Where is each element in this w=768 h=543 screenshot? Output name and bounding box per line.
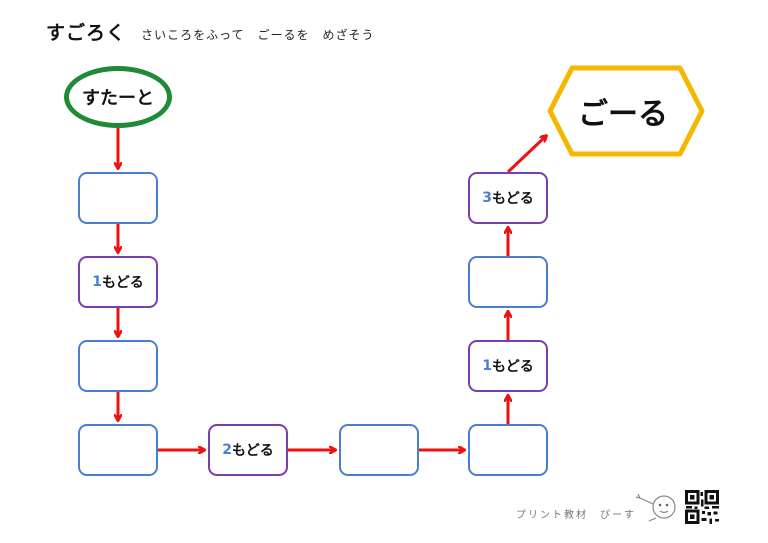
path-arrow [506,136,546,174]
page-header: すごろく さいころをふって ごーるを めざそう [46,18,375,45]
board-square [78,340,158,392]
board-square [468,256,548,308]
back-label: もどる [492,359,534,375]
mascot-icon [635,493,676,522]
page-title: すごろく [46,22,127,44]
page-subtitle: さいころをふって ごーるを めざそう [141,28,375,42]
back-label: もどる [102,275,144,291]
qr-code-icon [685,490,719,524]
start-ellipse: すたーと [64,66,172,128]
back-label: もどる [492,191,534,207]
goal-label: ごーる [578,97,668,132]
back-count: 3 [482,190,492,206]
board-square [339,424,419,476]
back-count: 1 [482,358,492,374]
back-count: 1 [92,274,102,290]
path-arrows [118,128,546,450]
board-square [78,172,158,224]
start-label: すたーと [82,88,154,109]
back-label: もどる [232,443,274,459]
back-count: 2 [222,442,232,458]
board-square [78,424,158,476]
brand-credit: プリント教材 ぴーす [516,510,636,521]
board-square [468,424,548,476]
goal-hexagon [547,65,705,157]
